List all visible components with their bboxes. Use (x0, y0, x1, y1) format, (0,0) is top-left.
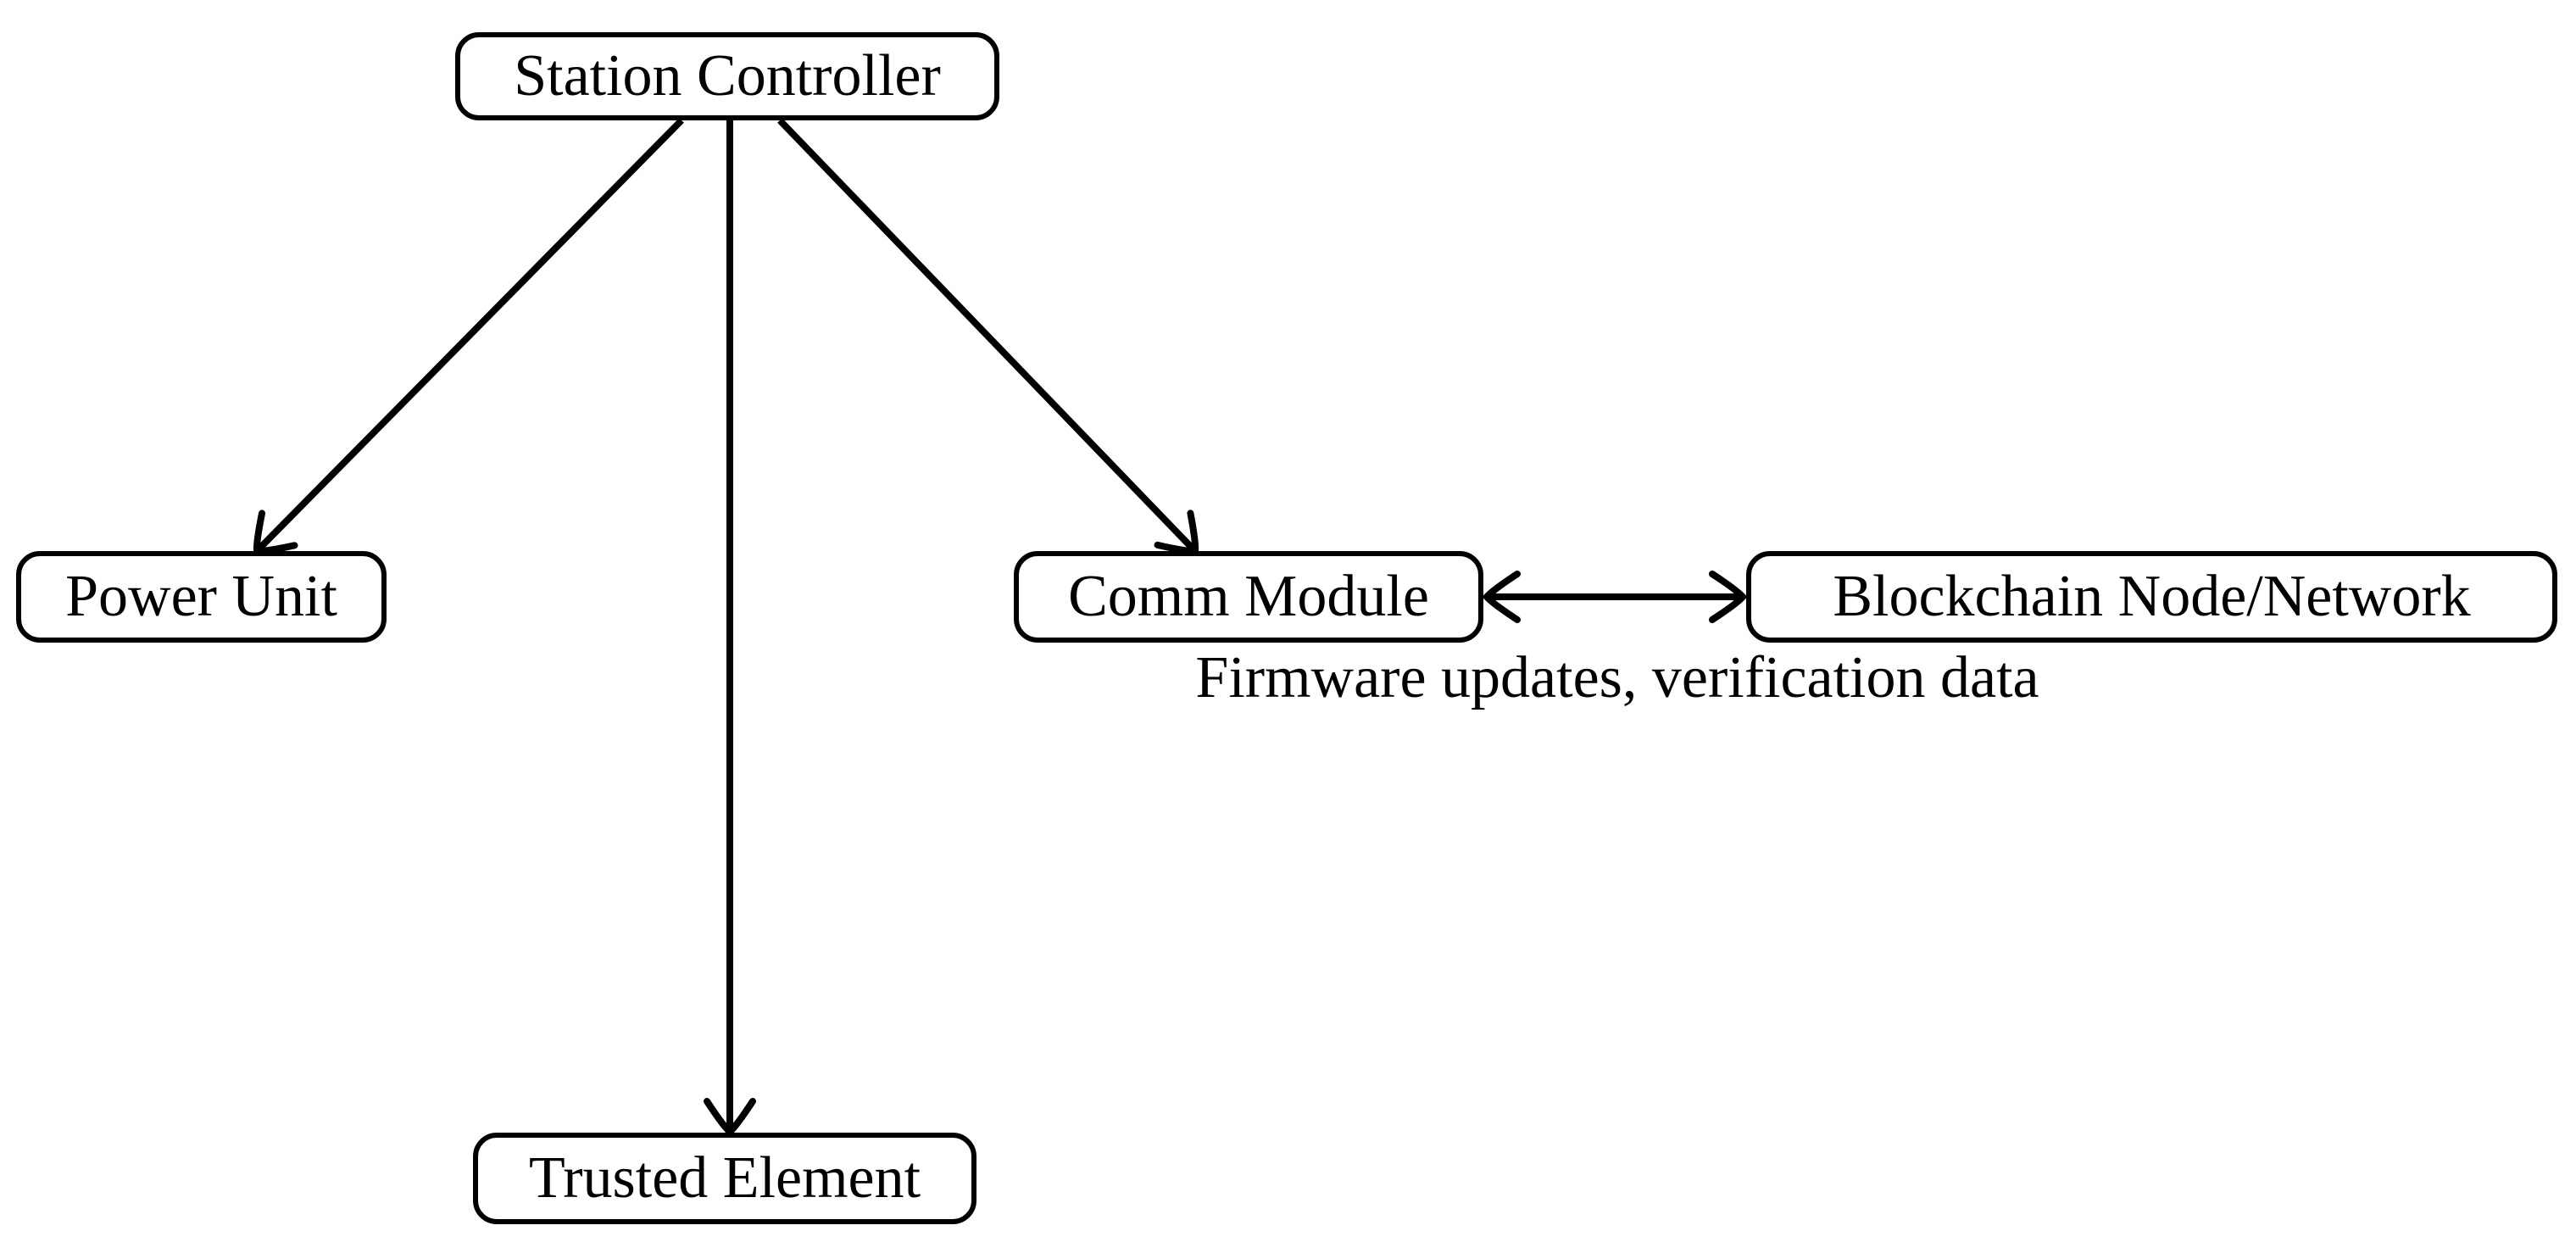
edge-label-firmware-updates: Firmware updates, verification data (1195, 645, 2039, 710)
node-power-unit: Power Unit (16, 551, 387, 643)
node-blockchain-node-network: Blockchain Node/Network (1746, 551, 2557, 643)
node-trusted-element-label: Trusted Element (528, 1145, 921, 1211)
arrowhead-icon (1482, 571, 1521, 623)
node-power-unit-label: Power Unit (65, 564, 337, 629)
edge-station-to-comm (777, 118, 1199, 555)
arrowhead-icon (704, 1098, 756, 1137)
node-trusted-element: Trusted Element (473, 1133, 976, 1224)
arrowhead-icon (1709, 571, 1748, 623)
node-blockchain-node-network-label: Blockchain Node/Network (1833, 564, 2471, 629)
edge-comm-to-blockchain (1482, 571, 1748, 623)
edge-station-to-power (253, 118, 684, 555)
node-comm-module: Comm Module (1014, 551, 1483, 643)
edge-station-to-trusted (704, 120, 756, 1137)
node-comm-module-label: Comm Module (1068, 564, 1429, 629)
node-station-controller: Station Controller (455, 32, 999, 120)
node-station-controller-label: Station Controller (514, 43, 941, 109)
